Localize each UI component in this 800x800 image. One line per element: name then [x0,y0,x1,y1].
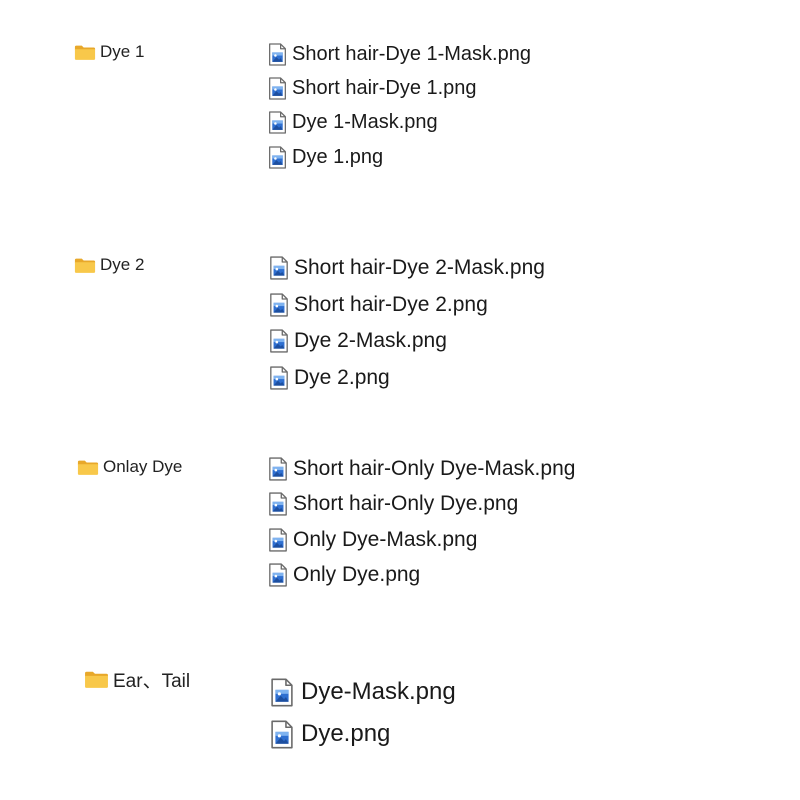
file-name: Short hair-Dye 1.png [292,76,477,99]
png-file-icon [268,528,288,552]
file-name: Short hair-Only Dye.png [293,492,519,516]
folder-label: Dye 2 [100,255,145,274]
folder-dye-1[interactable]: Dye 1 [74,42,144,62]
file-item[interactable]: Short hair-Dye 1.png [268,71,531,105]
file-name: Short hair-Dye 2-Mask.png [294,256,545,280]
folder-icon [77,459,99,476]
folder-label: Dye 1 [100,42,145,61]
file-list-dye-2: Short hair-Dye 2-Mask.png Short hair-Dye… [269,250,545,396]
file-list-dye-1: Short hair-Dye 1-Mask.png Short hair-Dye… [268,37,531,174]
file-item[interactable]: Short hair-Only Dye-Mask.png [268,451,575,487]
file-name: Only Dye.png [293,563,421,587]
png-file-icon [268,492,288,516]
folder-icon [74,257,96,274]
file-name: Only Dye-Mask.png [293,527,478,551]
file-item[interactable]: Short hair-Dye 2-Mask.png [269,250,545,287]
file-name: Short hair-Dye 1-Mask.png [292,42,531,65]
file-name: Short hair-Only Dye-Mask.png [293,456,576,480]
folder-label: Ear、Tail [113,671,191,692]
file-item[interactable]: Short hair-Only Dye.png [268,487,575,523]
folder-onlay-dye[interactable]: Onlay Dye [77,457,182,477]
file-item[interactable]: Dye.png [270,713,456,755]
folder-icon [84,670,109,689]
png-file-icon [268,457,288,481]
file-name: Dye 2-Mask.png [294,329,447,353]
file-item[interactable]: Dye-Mask.png [270,671,456,713]
file-item[interactable]: Dye 1-Mask.png [268,106,531,140]
folder-label: Onlay Dye [103,457,183,476]
file-list-onlay-dye: Short hair-Only Dye-Mask.png Short hair-… [268,451,575,593]
file-name: Dye-Mask.png [301,678,456,705]
png-file-icon [270,678,294,707]
png-file-icon [268,43,287,66]
file-item[interactable]: Dye 2-Mask.png [269,323,545,360]
file-list-ear-tail: Dye-Mask.png Dye.png [270,671,456,755]
file-item[interactable]: Only Dye.png [268,558,575,594]
file-name: Dye 1.png [292,145,384,168]
file-name: Short hair-Dye 2.png [294,292,488,316]
png-file-icon [269,329,289,353]
file-name: Dye 1-Mask.png [292,111,438,134]
png-file-icon [269,366,289,390]
file-item[interactable]: Short hair-Dye 2.png [269,287,545,324]
png-file-icon [268,111,287,134]
file-item[interactable]: Short hair-Dye 1-Mask.png [268,37,531,71]
png-file-icon [268,563,288,587]
folder-icon [74,44,96,61]
folder-dye-2[interactable]: Dye 2 [74,255,144,275]
png-file-icon [269,293,289,317]
folder-ear-tail[interactable]: Ear、Tail [84,666,190,693]
file-name: Dye.png [301,720,391,747]
file-name: Dye 2.png [294,365,390,389]
file-item[interactable]: Dye 2.png [269,360,545,397]
png-file-icon [270,720,294,749]
png-file-icon [268,146,287,169]
png-file-icon [268,77,287,100]
file-item[interactable]: Dye 1.png [268,140,531,174]
png-file-icon [269,256,289,280]
file-item[interactable]: Only Dye-Mask.png [268,522,575,558]
